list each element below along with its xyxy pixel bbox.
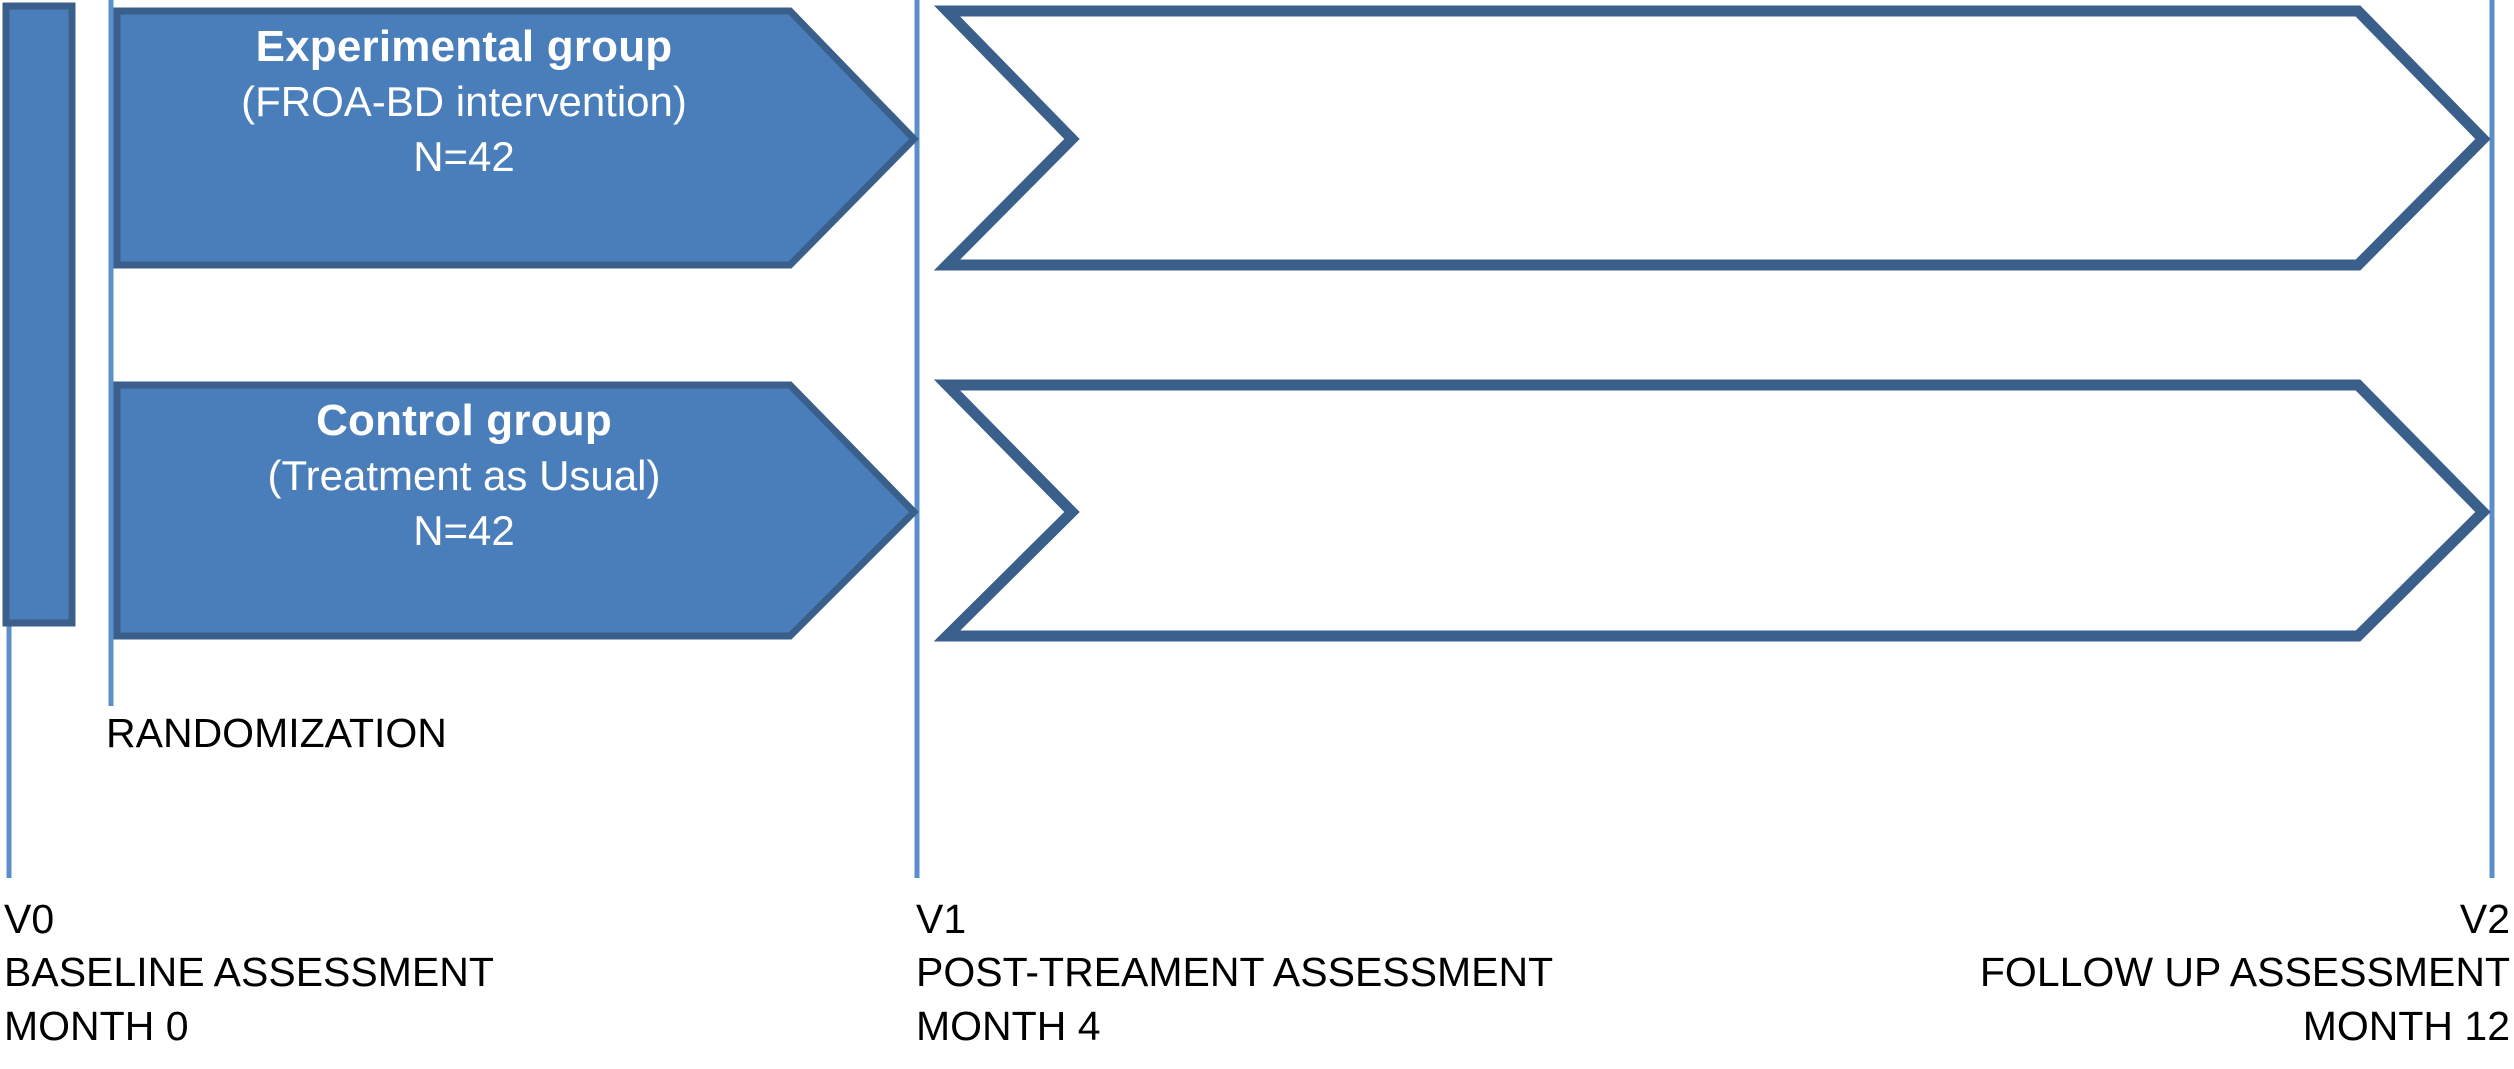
visit-code-v1: V1 [916,896,967,942]
visit-caption-v0: V0 BASELINE ASSESSMENT MONTH 0 [4,893,494,1053]
experimental-followup-chevron [933,5,2491,271]
visit-month-v1: MONTH 4 [916,1002,1101,1049]
visit-month-v2: MONTH 12 [2302,1002,2510,1049]
visit-caption-v2: V2 FOLLOW UP ASSESSMENT MONTH 12 [1980,893,2510,1053]
baseline-assessment-bar [2,2,76,627]
visit-assessment-v2: FOLLOW UP ASSESSMENT [1979,949,2510,996]
visit-assessment-v0: BASELINE ASSESSMENT [4,949,494,996]
control-group-arrow [113,381,919,640]
control-followup-chevron [933,379,2491,642]
visit-caption-v1: V1 POST-TREAMENT ASSESSMENT MONTH 4 [916,893,1553,1053]
visit-assessment-v1: POST-TREAMENT ASSESSMENT [916,949,1554,996]
randomization-label: RANDOMIZATION [106,710,447,756]
visit-code-v0: V0 [4,896,55,942]
visit-code-v2: V2 [2459,896,2510,942]
experimental-group-arrow [113,7,919,269]
visit-month-v0: MONTH 0 [4,1002,189,1049]
